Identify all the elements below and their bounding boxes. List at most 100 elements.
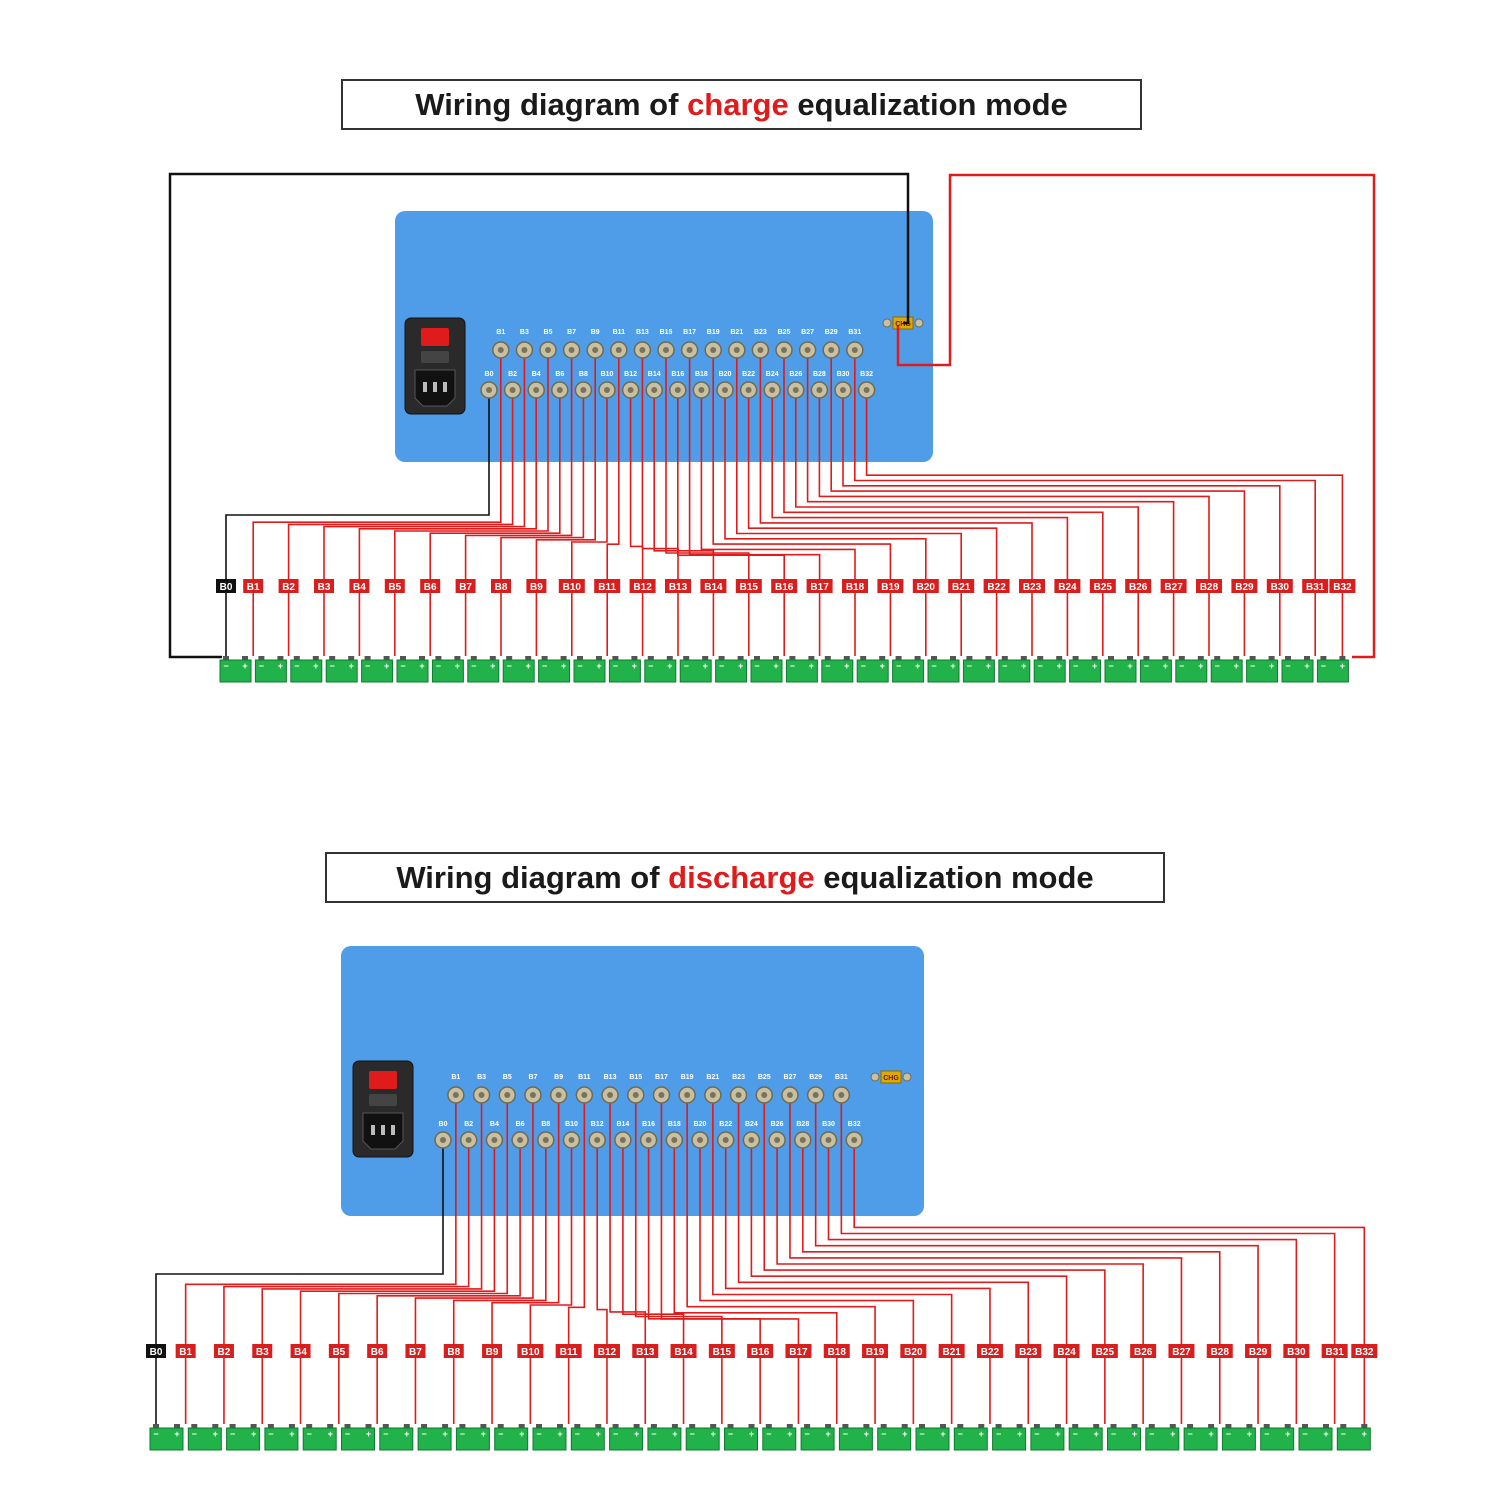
minus-icon: − (153, 1429, 158, 1439)
wire-b14 (653, 390, 715, 656)
channel-tag-label: B12 (633, 582, 652, 593)
plus-icon: + (844, 661, 849, 671)
minus-icon: − (1264, 1429, 1269, 1439)
terminal-screw-center (671, 1137, 678, 1143)
battery-terminal (1178, 656, 1185, 660)
plus-icon: + (1340, 661, 1345, 671)
minus-icon: − (1038, 661, 1043, 671)
battery-terminal (671, 1424, 678, 1428)
wire-b9 (535, 350, 597, 656)
battery-terminal (1197, 656, 1204, 660)
terminal-label: B24 (766, 371, 779, 378)
battery-string: −+−+−+−+−+−+−+−+−+−+−+−+−+−+−+−+−+−+−+−+… (149, 1424, 1371, 1451)
wire-b14 (622, 1140, 685, 1424)
battery-cell-icon (187, 1427, 222, 1451)
charger-port: CHG (870, 1070, 912, 1084)
plus-icon: + (632, 661, 637, 671)
plus-icon: + (1323, 1429, 1328, 1439)
battery-terminal (480, 1424, 487, 1428)
channel-tag (708, 1344, 735, 1358)
plus-icon: + (349, 661, 354, 671)
terminal-label: B25 (778, 329, 791, 336)
terminal-screw-center (542, 1137, 549, 1143)
battery-terminal (612, 656, 619, 660)
battery-terminal (710, 1424, 717, 1428)
channel-tag-label: B14 (704, 582, 723, 593)
plus-icon: + (366, 1429, 371, 1439)
terminal-screw-center (792, 387, 799, 393)
minus-icon: − (230, 1429, 235, 1439)
battery-terminal (895, 656, 902, 660)
battery-terminal (1001, 656, 1008, 660)
terminal-label: B23 (754, 329, 767, 336)
battery-terminal (914, 656, 921, 660)
minus-icon: − (1321, 661, 1326, 671)
battery-terminal (277, 656, 284, 660)
battery-terminal (242, 656, 248, 660)
battery-terminal (174, 1424, 180, 1428)
battery-terminal (536, 1424, 542, 1428)
battery-cell-icon (1316, 659, 1349, 683)
minus-icon: − (307, 1429, 312, 1439)
minus-icon: − (471, 661, 476, 671)
charger-screw-icon (902, 1072, 912, 1082)
wire-b30 (827, 1140, 1298, 1424)
harness-wires (225, 350, 1344, 656)
plus-icon: + (1247, 1429, 1252, 1439)
terminal-screw-center (452, 1092, 459, 1098)
terminal-label: B26 (789, 371, 802, 378)
plus-icon: + (1304, 661, 1309, 671)
terminal-screw-center (632, 1092, 639, 1098)
battery-terminal (470, 656, 477, 660)
battery-terminal (931, 656, 937, 660)
terminal-screw-center (825, 1137, 832, 1143)
battery-terminal (419, 656, 425, 660)
terminal-screw-center (478, 1092, 485, 1098)
terminal-screw-center (799, 1137, 806, 1143)
battery-cell-icon (290, 659, 323, 683)
wire-b21 (712, 1095, 953, 1424)
terminal-label: B11 (613, 329, 626, 336)
battery-cell-icon (226, 1427, 261, 1451)
channel-tag-label: B31 (1306, 582, 1325, 593)
minus-icon: − (896, 661, 901, 671)
battery-terminal (557, 1424, 563, 1428)
battery-terminal (574, 1424, 581, 1428)
plus-icon: + (526, 661, 531, 671)
battery-terminal (804, 1424, 811, 1428)
terminal-label: B20 (694, 1121, 707, 1128)
battery-cell-icon (992, 1427, 1027, 1451)
battery-terminal (348, 656, 355, 660)
terminal-screw-center (686, 347, 693, 353)
battery-terminal (506, 656, 513, 660)
channel-tag-label: B24 (1058, 582, 1077, 593)
terminal-screw-center (709, 1092, 716, 1098)
terminal-screw-center (556, 387, 563, 393)
terminal-screw-center (465, 1137, 472, 1143)
battery-terminal (765, 1424, 772, 1428)
battery-terminal (940, 1424, 946, 1428)
plus-icon: + (1234, 661, 1239, 671)
channel-tag (405, 1344, 426, 1358)
battery-terminal (1054, 1424, 1061, 1428)
channel-tag-label: B29 (1249, 1347, 1268, 1358)
charger-wires (168, 172, 1376, 659)
battery-terminal (1339, 656, 1346, 660)
terminal-label: B25 (758, 1074, 771, 1081)
wire-b7 (464, 350, 573, 656)
battery-terminal (689, 1424, 696, 1428)
minus-icon: − (1108, 661, 1113, 671)
terminal-label: B15 (660, 329, 673, 336)
battery-terminal (1143, 656, 1150, 660)
plus-icon: + (1132, 1429, 1137, 1439)
battery-terminal (525, 656, 532, 660)
channel-tag-label: B1 (179, 1347, 192, 1358)
battery-terminal (1323, 1424, 1329, 1428)
channel-tag-label: B3 (318, 582, 331, 593)
minus-icon: − (1302, 1429, 1307, 1439)
minus-icon: − (1179, 661, 1184, 671)
plus-icon: + (809, 661, 814, 671)
terminal-screw-center (804, 347, 811, 353)
channel-tag (290, 1344, 311, 1358)
